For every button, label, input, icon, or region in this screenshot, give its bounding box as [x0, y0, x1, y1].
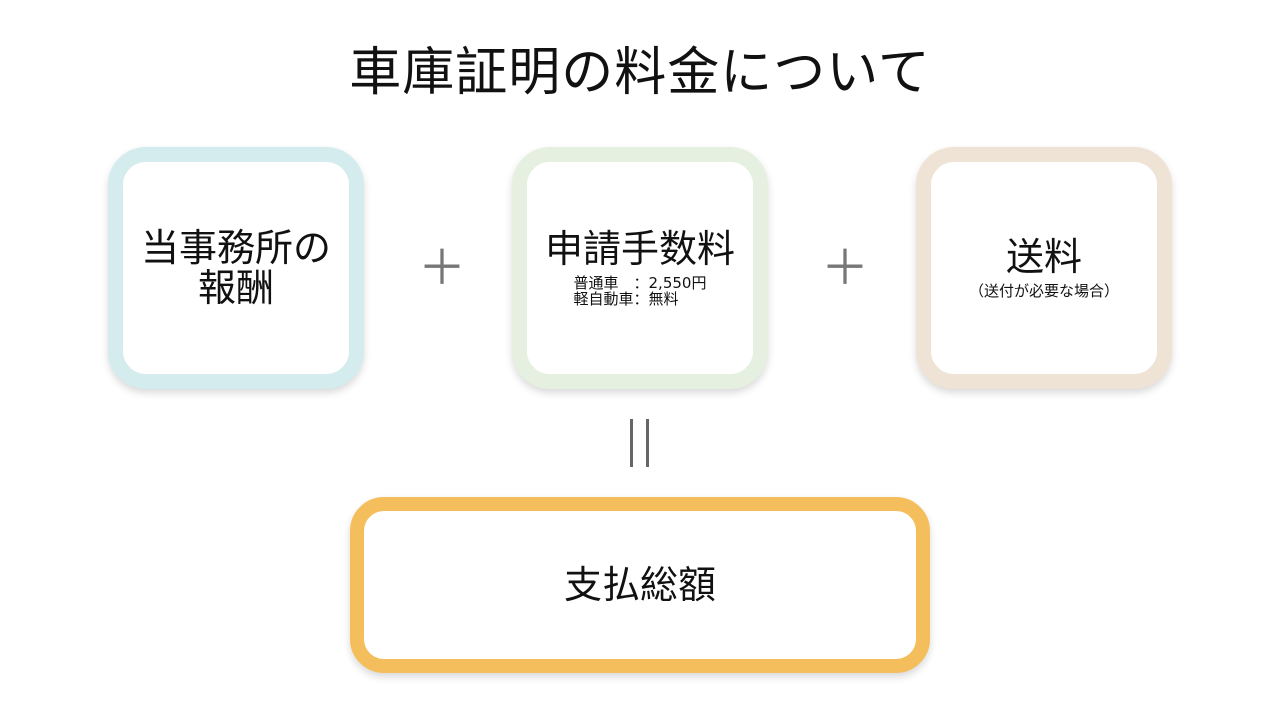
plus-icon: ＋	[417, 240, 466, 296]
shipping-fee-box: 送料 （送付が必要な場合）	[916, 147, 1172, 389]
equals-bar-left	[630, 419, 633, 467]
light-car-fee: 軽自動車：無料	[573, 290, 679, 308]
equals-icon	[628, 419, 652, 467]
office-fee-label-line2: 報酬	[197, 266, 274, 310]
application-fee-box: 申請手数料 普通車 ：2,550円 軽自動車：無料	[512, 147, 768, 389]
equals-bar-right	[646, 419, 649, 467]
office-fee-label: 当事務所の 報酬	[141, 228, 331, 308]
shipping-fee-label: 送料	[1005, 235, 1082, 279]
office-fee-label-line1: 当事務所の	[140, 226, 331, 270]
application-fee-details: 普通車 ：2,550円 軽自動車：無料	[574, 275, 707, 307]
plus-icon: ＋	[820, 240, 869, 296]
shipping-fee-note: （送付が必要な場合）	[968, 282, 1119, 300]
office-fee-box: 当事務所の 報酬	[108, 147, 364, 389]
total-box: 支払総額	[350, 497, 930, 673]
application-fee-label: 申請手数料	[544, 227, 735, 271]
total-label: 支払総額	[563, 563, 716, 607]
page-title: 車庫証明の料金について	[349, 43, 931, 103]
regular-car-fee: 普通車 ：2,550円	[573, 274, 707, 292]
